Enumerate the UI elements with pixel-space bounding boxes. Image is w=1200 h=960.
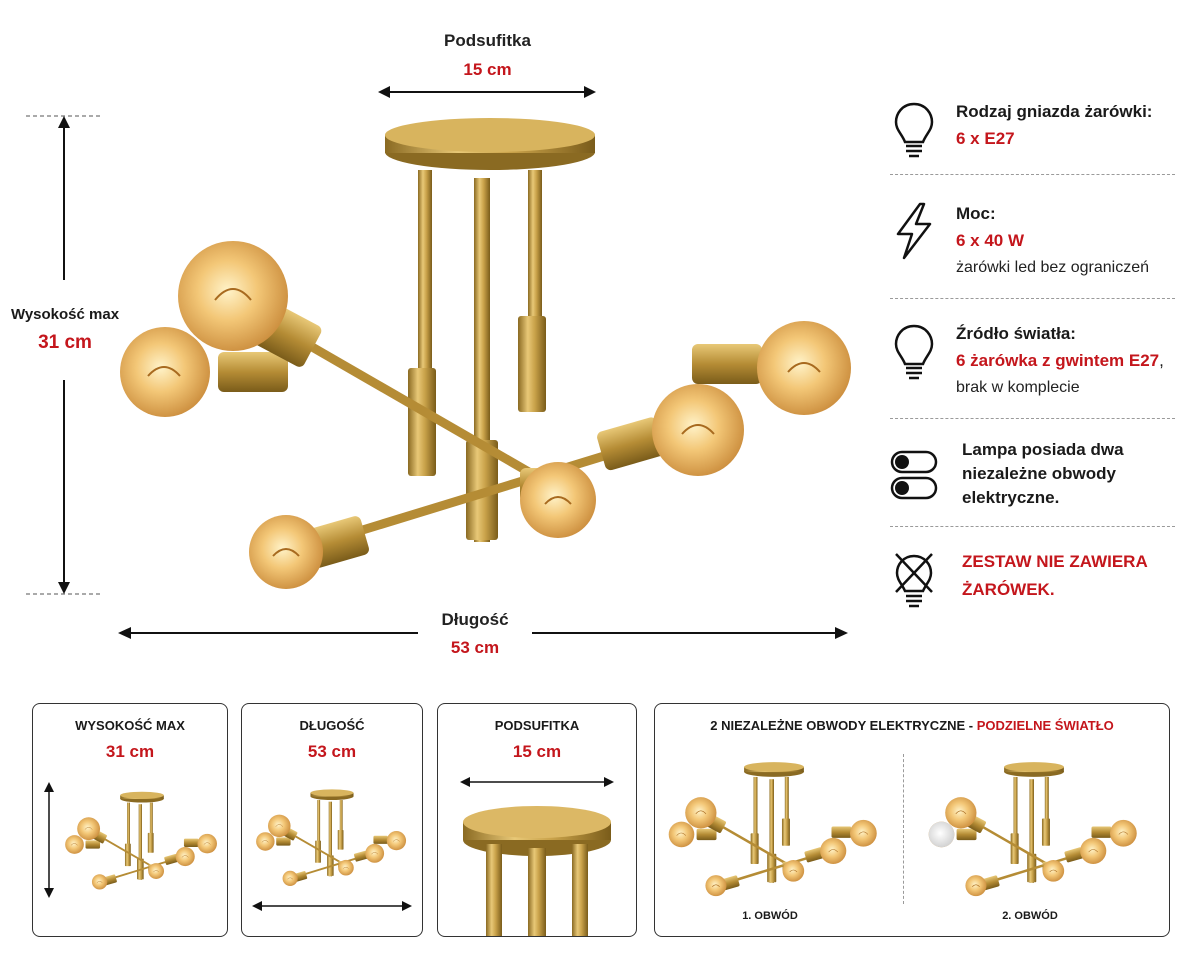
left-dimension-value: 31 cm	[38, 332, 92, 353]
spec-circuits-title: Lampa posiada dwa niezależne obwody elek…	[962, 440, 1124, 507]
box-canopy: PODSUFITKA 15 cm	[437, 703, 637, 937]
box-height-value: 31 cm	[105, 742, 155, 761]
left-dimension-arrow	[26, 115, 102, 595]
box-length-lamp	[255, 788, 407, 887]
spec-light-note: brak w komplecie	[956, 379, 1080, 396]
box-length-arrow	[252, 901, 412, 911]
bottom-dimension-value: 53 cm	[450, 638, 500, 657]
box-length-label: DŁUGOŚĆ	[299, 718, 365, 733]
spec-power-value: 6 x 40 W	[956, 231, 1025, 250]
bulb-icon	[894, 324, 934, 380]
box-height-lamp	[64, 790, 218, 891]
box-canopy-value: 15 cm	[512, 742, 562, 761]
spec-no-bulbs-value: ZESTAW NIE ZAWIERA ŻARÓWEK.	[962, 552, 1148, 599]
box-canopy-arrow	[460, 777, 614, 787]
box-length: DŁUGOŚĆ 53 cm	[241, 703, 423, 937]
box-height-arrow	[44, 782, 54, 898]
bottom-dimension-label: Długość	[441, 610, 509, 629]
spec-light-source: Źródło światła: 6 żarówka z gwintem E27,…	[890, 320, 1175, 402]
box-circuits-accent: PODZIELNE ŚWIATŁO	[976, 718, 1114, 733]
box-circuits-heading: 2 NIEZALEŻNE OBWODY ELEKTRYCZNE - PODZIE…	[655, 718, 1169, 733]
spec-socket-value: 6 x E27	[956, 129, 1015, 148]
box-length-value: 53 cm	[307, 742, 357, 761]
circuit-2-caption: 2. OBWÓD	[1002, 910, 1058, 922]
spec-no-bulbs: ZESTAW NIE ZAWIERA ŻARÓWEK.	[890, 548, 1175, 612]
spec-divider	[890, 298, 1175, 299]
no-bulb-icon	[895, 553, 933, 608]
spec-divider	[890, 418, 1175, 419]
spec-power-title: Moc:	[956, 204, 996, 223]
box-canopy-label: PODSUFITKA	[494, 718, 580, 733]
spec-divider	[890, 174, 1175, 175]
spec-power-note: żarówki led bez ograniczeń	[956, 259, 1149, 276]
circuit-1-lamp	[667, 760, 879, 898]
spec-light-suffix: ,	[1159, 351, 1164, 370]
left-dimension-label: Wysokość max	[10, 306, 120, 323]
bulb-icon	[894, 102, 934, 158]
box-height-label: WYSOKOŚĆ MAX	[75, 718, 185, 733]
switch-icon	[890, 450, 938, 500]
spec-light-title: Źródło światła:	[956, 324, 1076, 343]
box-canopy-closeup	[463, 806, 611, 936]
top-dimension-arrow	[378, 86, 596, 98]
spec-socket-title: Rodzaj gniazda żarówki:	[956, 102, 1153, 121]
bottom-dimension-arrow	[118, 627, 848, 639]
spec-light-value: 6 żarówka z gwintem E27	[956, 351, 1160, 370]
box-circuits: 2 NIEZALEŻNE OBWODY ELEKTRYCZNE - PODZIE…	[654, 703, 1170, 937]
circuits-divider	[903, 754, 904, 904]
circuit-2-lamp	[927, 760, 1139, 898]
spec-divider	[890, 526, 1175, 527]
spec-circuits: Lampa posiada dwa niezależne obwody elek…	[890, 438, 1175, 510]
circuit-1-caption: 1. OBWÓD	[742, 910, 798, 922]
top-dimension-label: Podsufitka	[444, 31, 531, 50]
spec-power: Moc: 6 x 40 W żarówki led bez ograniczeń	[890, 200, 1175, 282]
top-dimension-value: 15 cm	[463, 60, 512, 79]
box-circuits-label: 2 NIEZALEŻNE OBWODY ELEKTRYCZNE -	[710, 718, 974, 733]
box-height: WYSOKOŚĆ MAX 31 cm	[32, 703, 228, 937]
spec-socket: Rodzaj gniazda żarówki: 6 x E27	[890, 98, 1175, 162]
lightning-icon	[896, 202, 932, 260]
